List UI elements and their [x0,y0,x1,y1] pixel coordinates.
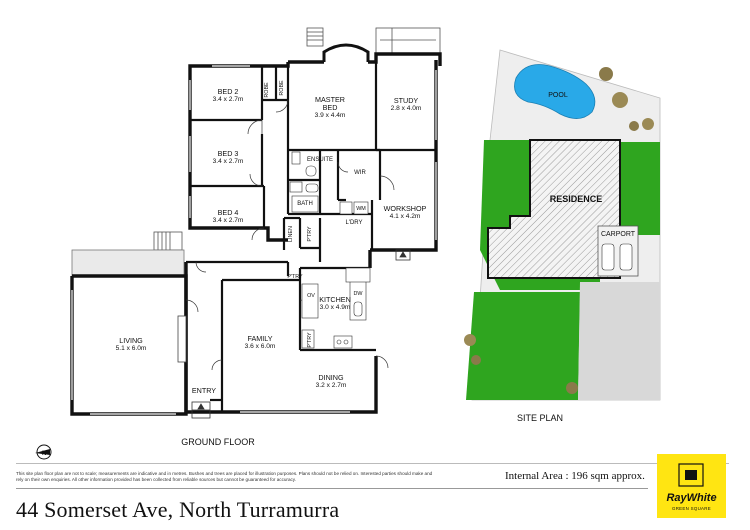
label-robe-2: ROBE [279,80,285,96]
room-kitchen-size: 3.0 x 4.9m [320,304,351,311]
site-label-pool: POOL [548,92,568,99]
label-ensuite: ENSUITE [307,157,333,163]
room-bed4-name: BED 4 [218,208,239,217]
room-bed3-name: BED 3 [218,149,239,158]
fixture-labels: ROBE ROBE ENSUITE WIR BATH WM L'DRY LINE… [192,80,367,395]
master-bay-window [322,43,370,62]
room-workshop-size: 4.1 x 4.2m [390,213,421,220]
room-bed2-size: 3.4 x 2.7m [213,96,244,103]
property-address: 44 Somerset Ave, North Turramurra [16,497,340,522]
car-1 [601,243,615,271]
label-ptry-2: P'TRY [287,274,303,280]
living-column [177,315,187,363]
raywhite-logo: RayWhite GREEN SQUARE [657,454,726,518]
room-dining-size: 3.2 x 2.7m [316,382,347,389]
entry-steps [191,401,211,419]
site-label-residence: RESIDENCE [550,194,603,204]
label-bath: BATH [297,201,313,207]
room-family-size: 3.6 x 6.0m [245,343,276,350]
windows [71,59,437,415]
room-bed2-name: BED 2 [218,87,239,96]
label-robe-1: ROBE [264,82,270,98]
room-master-name2: BED [323,103,338,112]
site-label-carport: CARPORT [601,231,636,238]
compass-icon: N [35,444,52,460]
floor-plan-title: GROUND FLOOR [181,437,255,447]
car-2 [619,243,633,271]
shrubs [464,67,654,394]
label-wir: WIR [354,170,366,176]
internal-area: Internal Area : 196 sqm approx. [505,470,645,482]
room-master-size: 3.9 x 4.4m [315,112,346,119]
bathroom-fixtures [289,151,369,215]
side-lawn [612,142,660,235]
label-ldry: L'DRY [345,220,362,226]
room-study-name: STUDY [394,96,419,105]
divider-top [16,463,729,464]
site-plan: POOL RESIDENCE CARPORT SITE PLAN [464,49,661,423]
residence [487,139,621,279]
kitchen-fixtures [301,267,371,349]
disclaimer-text: This site plan floor plan are not to sca… [16,471,433,482]
floor-plan: BED 2 3.4 x 2.7m BED 3 3.4 x 2.7m BED 4 … [35,27,442,460]
room-bed4-size: 3.4 x 2.7m [213,217,244,224]
label-dw: DW [354,291,364,297]
driveway [578,282,660,400]
logo-mark-icon [678,463,704,487]
logo-sub: GREEN SQUARE [672,506,711,511]
room-bed3-size: 3.4 x 2.7m [213,158,244,165]
room-labels: BED 2 3.4 x 2.7m BED 3 3.4 x 2.7m BED 4 … [116,87,427,389]
room-master-name: MASTER [315,95,345,104]
divider-bottom [16,488,648,489]
label-wm: WM [356,206,366,212]
label-ptry-3: P'TRY [307,332,313,348]
label-ov: OV [307,293,315,299]
label-linen: LINEN [288,226,294,242]
label-entry: ENTRY [192,386,216,395]
room-workshop-name: WORKSHOP [384,204,427,213]
front-lawn [466,292,580,400]
stairs-top [71,27,441,277]
logo-brand: RayWhite [666,492,717,504]
room-living-name: LIVING [119,336,143,345]
room-family-name: FAMILY [247,334,272,343]
room-dining-name: DINING [318,373,344,382]
pool [514,64,596,119]
label-ptry-1: P'TRY [307,226,313,242]
workshop-steps [395,249,411,261]
room-kitchen-name: KITCHEN [319,295,351,304]
site-plan-title: SITE PLAN [517,413,563,423]
room-study-size: 2.8 x 4.0m [391,105,422,112]
svg-text:N: N [42,451,46,457]
room-living-size: 5.1 x 6.0m [116,345,147,352]
walls-inner [186,62,436,412]
